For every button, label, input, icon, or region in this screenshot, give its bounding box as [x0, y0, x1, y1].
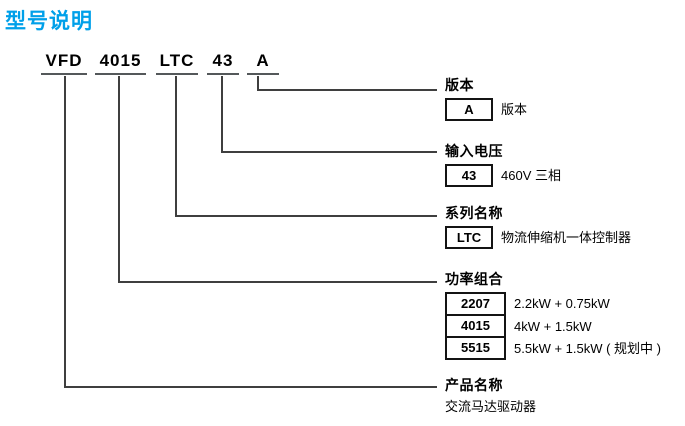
code-box: LTC: [445, 226, 493, 249]
connector-line-voltage-horizontal: [221, 151, 437, 153]
connector-line-series-vertical: [175, 76, 177, 217]
code-description: 版本: [501, 101, 528, 117]
connector-line-power-horizontal: [118, 281, 437, 283]
code-description: 460V 三相: [501, 167, 561, 183]
code-row: 43 460V 三相: [445, 164, 683, 187]
code-description: 4kW + 1.5kW: [514, 319, 592, 334]
section-power-combination: 功率组合 2207 2.2kW + 0.75kW 4015 4kW + 1.5k…: [445, 271, 683, 360]
code-box: 43: [445, 164, 493, 187]
connector-line-series-horizontal: [175, 215, 437, 217]
code-row: 5515 5.5kW + 1.5kW ( 规划中 ): [445, 336, 683, 360]
model-segment-a: A: [247, 51, 279, 75]
code-box: 2207: [445, 292, 506, 316]
section-heading: 输入电压: [445, 143, 503, 159]
code-box: A: [445, 98, 493, 121]
connector-line-version-vertical: [257, 76, 259, 91]
model-segment-ltc: LTC: [156, 51, 198, 75]
section-heading: 系列名称: [445, 205, 503, 221]
model-segment-43: 43: [207, 51, 239, 75]
connector-line-voltage-vertical: [221, 76, 223, 153]
connector-line-power-vertical: [118, 76, 120, 283]
code-description: 2.2kW + 0.75kW: [514, 296, 610, 311]
code-description: 5.5kW + 1.5kW ( 规划中 ): [514, 341, 661, 356]
product-description: 交流马达驱动器: [445, 399, 537, 414]
code-row: 4015 4kW + 1.5kW: [445, 314, 683, 338]
section-heading: 版本: [445, 77, 474, 93]
connector-line-product-horizontal: [64, 386, 437, 388]
connector-line-product-vertical: [64, 76, 66, 388]
code-row: LTC 物流伸缩机一体控制器: [445, 226, 683, 249]
code-row: 2207 2.2kW + 0.75kW: [445, 292, 683, 316]
code-box: 5515: [445, 336, 506, 360]
section-series-name: 系列名称 LTC 物流伸缩机一体控制器: [445, 205, 683, 249]
model-segment-4015: 4015: [95, 51, 146, 75]
section-input-voltage: 输入电压 43 460V 三相: [445, 143, 683, 187]
code-box: 4015: [445, 314, 506, 338]
model-segment-vfd: VFD: [41, 51, 87, 75]
section-product-name: 产品名称 交流马达驱动器: [445, 377, 683, 416]
page-title: 型号说明: [5, 10, 93, 33]
code-description: 物流伸缩机一体控制器: [501, 229, 632, 245]
section-heading: 功率组合: [445, 271, 503, 287]
code-row: A 版本: [445, 98, 683, 121]
section-heading: 产品名称: [445, 377, 503, 393]
section-version: 版本 A 版本: [445, 77, 683, 121]
connector-line-version-horizontal: [257, 89, 437, 91]
